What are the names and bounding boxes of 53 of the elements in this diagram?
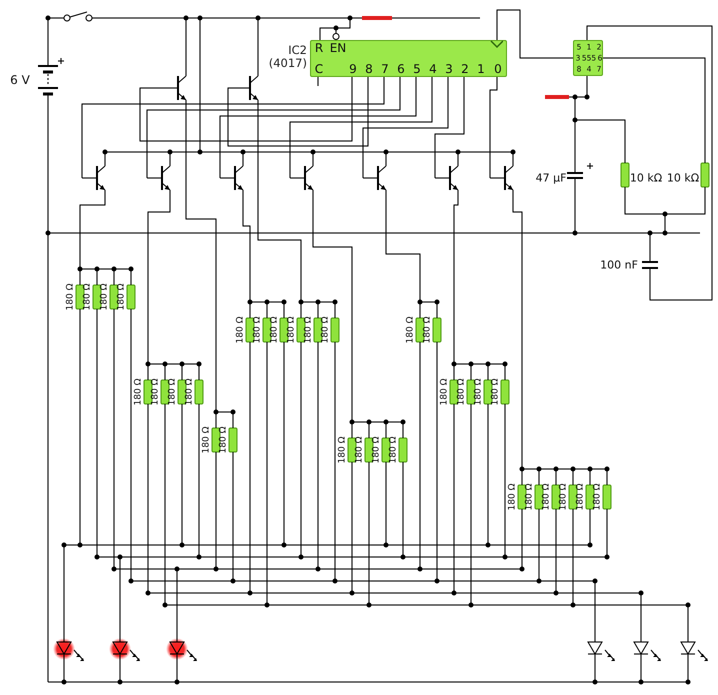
resistor-value-label: 180 Ω bbox=[542, 484, 552, 510]
resistor-value-label: 180 Ω bbox=[458, 378, 466, 406]
pin-label: 9 bbox=[349, 63, 357, 75]
resistor-value-label: 180 Ω bbox=[168, 378, 178, 406]
component-value-label: 10 kΩ bbox=[630, 172, 662, 184]
resistor-value-label: 180 Ω bbox=[440, 378, 450, 406]
pin-label: 7 bbox=[381, 63, 389, 75]
pin-label: EN bbox=[330, 42, 346, 54]
resistor-value-label: 180 Ω bbox=[526, 484, 534, 510]
resistor-value-label: 180 Ω bbox=[84, 284, 92, 310]
resistor-value-label: 180 Ω bbox=[576, 484, 586, 510]
resistor-value-label: 180 Ω bbox=[492, 378, 500, 406]
resistor-value-label: 180 Ω bbox=[288, 316, 296, 344]
resistor-value-label: 180 Ω bbox=[100, 284, 110, 310]
resistor-value-label: 180 Ω bbox=[220, 426, 228, 454]
component-value-label: 10 kΩ bbox=[666, 172, 700, 184]
component-value-label: 100 nF bbox=[600, 260, 638, 270]
resistor-value-label: 180 Ω bbox=[152, 378, 160, 406]
resistor-value-label: 180 Ω bbox=[66, 284, 76, 310]
resistor-value-label: 180 Ω bbox=[390, 436, 398, 464]
pin-label: 6 bbox=[397, 63, 405, 75]
resistor-value-label: 180 Ω bbox=[594, 484, 602, 510]
resistor-value-label: 180 Ω bbox=[186, 378, 194, 406]
pin-label: 5 bbox=[413, 63, 421, 75]
resistor-value-label: 180 Ω bbox=[322, 316, 330, 344]
resistor-value-label: 180 Ω bbox=[338, 436, 348, 464]
ic-chip bbox=[573, 40, 603, 76]
pin-label: 2 bbox=[461, 63, 469, 75]
resistor-value-label: 180 Ω bbox=[202, 426, 212, 454]
resistor-value-label: 180 Ω bbox=[424, 316, 432, 344]
wire bbox=[490, 10, 574, 58]
pin-label: 3 bbox=[445, 63, 453, 75]
resistor-value-label: 180 Ω bbox=[236, 316, 246, 344]
resistor-value-label: 180 Ω bbox=[508, 484, 518, 510]
pin-label: 4 bbox=[429, 63, 437, 75]
pin-label: C bbox=[314, 63, 324, 75]
chip-label: IC2 (4017) bbox=[268, 44, 307, 70]
component-value-label: 47 µF bbox=[536, 172, 566, 184]
resistor-value-label: 180 Ω bbox=[406, 316, 416, 344]
voltage-label: 6 V bbox=[10, 74, 30, 86]
resistor-value-label: 180 Ω bbox=[270, 316, 280, 344]
pin-label: 8 bbox=[365, 63, 373, 75]
resistor-value-label: 180 Ω bbox=[134, 378, 144, 406]
pin-label: 1 bbox=[477, 63, 485, 75]
resistor-value-label: 180 Ω bbox=[474, 378, 484, 406]
resistor-value-label: 180 Ω bbox=[560, 484, 568, 510]
pin-label: R bbox=[314, 42, 324, 54]
resistor-value-label: 180 Ω bbox=[304, 316, 314, 344]
pin-label: 0 bbox=[494, 63, 502, 75]
resistor-value-label: 180 Ω bbox=[372, 436, 382, 464]
resistor-value-label: 180 Ω bbox=[118, 284, 126, 310]
resistor-value-label: 180 Ω bbox=[254, 316, 262, 344]
resistor-value-label: 180 Ω bbox=[356, 436, 364, 464]
